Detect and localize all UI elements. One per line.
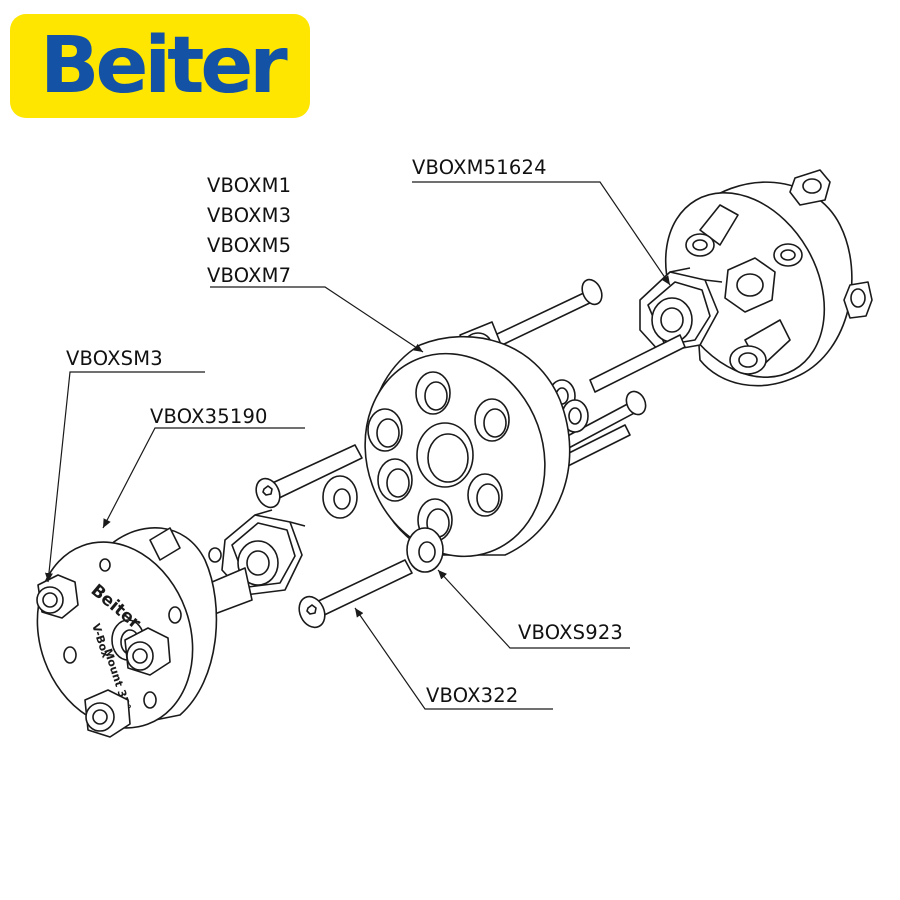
- bolt-left-upper: [255, 444, 363, 509]
- leader-vbox322: [354, 607, 553, 710]
- flange-nut-right: [843, 281, 873, 319]
- hex-nut-middle: [221, 509, 306, 596]
- callout-vboxm1: VBOXM1: [207, 174, 292, 197]
- brand-logo-badge: Beiter: [10, 14, 310, 118]
- hex-nut-m51624: [639, 267, 723, 353]
- body-hole-bottom-right: [467, 473, 503, 517]
- flange-nut-left-bottom: [84, 689, 131, 738]
- washer-s923: [406, 527, 444, 573]
- bolt-lower-right-1: [559, 390, 647, 451]
- bolt-vbox322: [298, 559, 413, 629]
- washer-left-upper: [322, 475, 358, 519]
- bolt-right-long: [589, 334, 686, 393]
- callout-vboxm5: VBOXM5: [207, 234, 292, 257]
- body-hole-bottom-left: [377, 458, 413, 502]
- washer-right-bottom: [561, 399, 589, 433]
- leader-vboxm51624: [412, 181, 671, 286]
- body-hole-top-left: [367, 408, 403, 452]
- flange-post-lower: [729, 319, 791, 375]
- callout-vbox35190: VBOX35190: [150, 405, 268, 428]
- flange-nut-top: [789, 169, 831, 206]
- leader-vboxsm3: [44, 371, 205, 583]
- flange-center-hex: [724, 257, 776, 313]
- callout-vboxm51624: VBOXM51624: [412, 156, 547, 179]
- callout-vboxm7: VBOXM7: [207, 264, 292, 287]
- callout-vboxsm3: VBOXSM3: [66, 347, 163, 370]
- flange-nut-left-top: [36, 574, 79, 619]
- body-hole-top: [415, 371, 451, 415]
- body-hole-top-right: [474, 398, 510, 442]
- leader-vboxm: [210, 286, 424, 353]
- leader-vbox35190: [102, 427, 305, 529]
- leader-vboxs923: [437, 569, 630, 649]
- callout-vboxm3: VBOXM3: [207, 204, 292, 227]
- callout-vboxs923: VBOXS923: [518, 621, 624, 644]
- main-body-vboxm: [364, 335, 571, 558]
- flange-post-middle: [773, 243, 803, 267]
- callout-vbox322: VBOX322: [426, 684, 519, 707]
- bolt-upper-long: [494, 278, 603, 347]
- flange-nut-left-middle: [124, 627, 171, 676]
- flange-post-upper: [685, 204, 739, 257]
- brand-logo-text: Beiter: [40, 21, 288, 111]
